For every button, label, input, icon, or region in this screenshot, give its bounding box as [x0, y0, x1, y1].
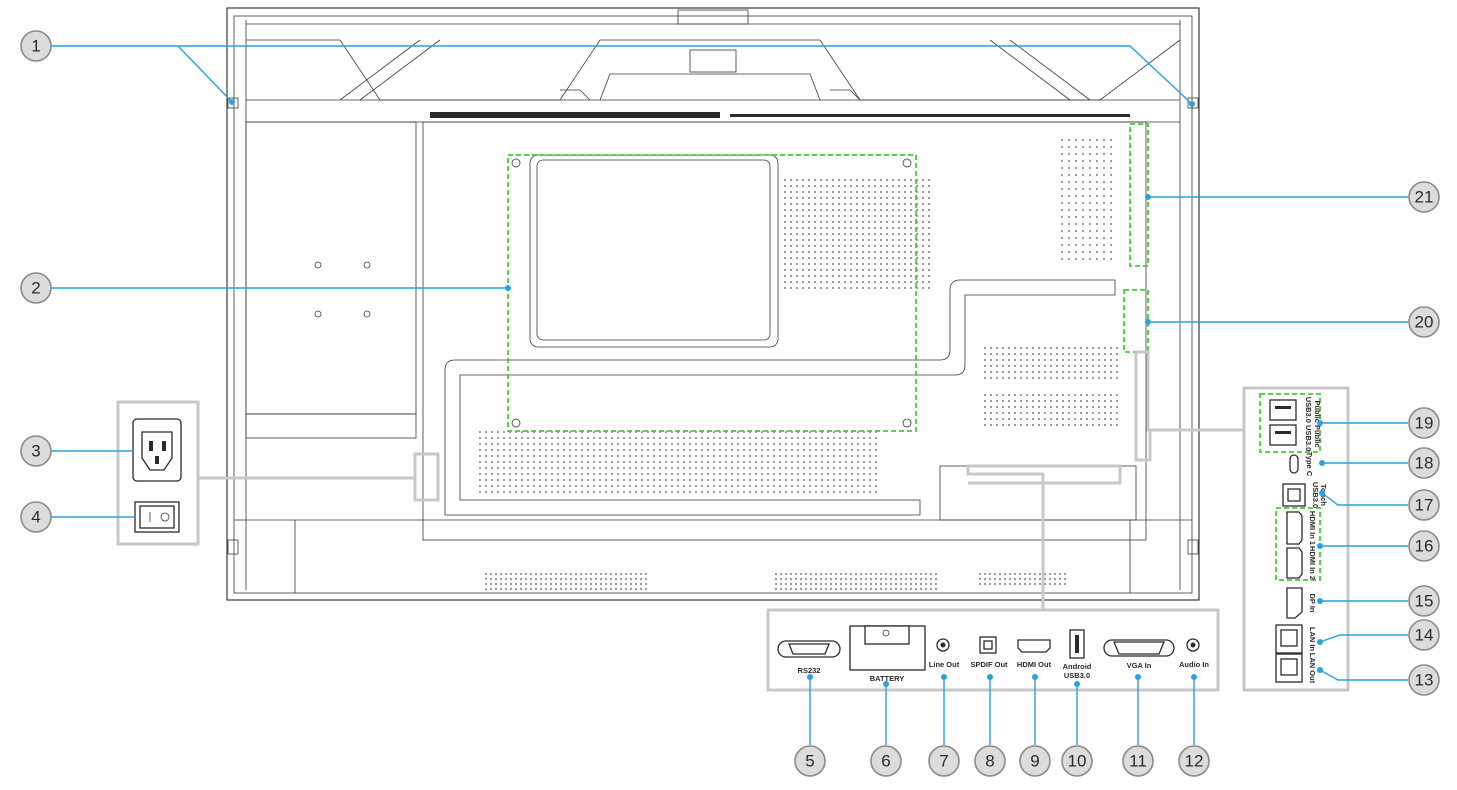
callout-20: 20: [1408, 306, 1440, 338]
callout-17: 17: [1408, 489, 1440, 521]
usb-public-ports[interactable]: USB3.0 USB3.0 Public Public: [1259, 393, 1322, 453]
vesa-mount-highlight: [507, 154, 917, 432]
svg-text:14: 14: [1415, 626, 1434, 645]
vga-in-port[interactable]: VGA In: [1103, 639, 1175, 670]
bottom-ports: RS232 BATTERY Line Out SPDIF Out HDMI Ou…: [777, 625, 1209, 683]
svg-text:15: 15: [1415, 592, 1434, 611]
mounting-screws: [511, 158, 912, 428]
lower-side-ports-highlight: [1123, 289, 1149, 353]
svg-text:1: 1: [31, 37, 40, 56]
usb-touch-port[interactable]: USB3.0 Touch: [1282, 482, 1328, 508]
svg-text:13: 13: [1415, 671, 1434, 690]
callout-13: 13: [1408, 664, 1440, 696]
callout-11: 11: [1122, 745, 1154, 777]
side-ports: USB3.0 USB3.0 Public Public Type C USB3.…: [1259, 393, 1328, 684]
line-out-jack[interactable]: Line Out: [929, 638, 960, 669]
callout-18: 18: [1408, 447, 1440, 479]
svg-text:19: 19: [1415, 414, 1434, 433]
svg-text:21: 21: [1415, 188, 1434, 207]
audio-in-label: Audio In: [1179, 660, 1209, 669]
android-usb-label-1: Android: [1063, 662, 1092, 671]
spdif-out-label: SPDIF Out: [970, 660, 1008, 669]
upper-side-ports-highlight: [1129, 123, 1149, 267]
android-usb-port[interactable]: Android USB3.0: [1063, 629, 1092, 680]
callout-19: 19: [1408, 407, 1440, 439]
hdmi-out-port[interactable]: HDMI Out: [1017, 639, 1052, 669]
svg-text:2: 2: [31, 279, 40, 298]
svg-text:3: 3: [31, 442, 40, 461]
lan-out-label: LAN Out: [1308, 653, 1317, 684]
callout-16: 16: [1408, 530, 1440, 562]
callout-10: 10: [1061, 745, 1093, 777]
svg-text:9: 9: [1030, 752, 1039, 771]
display-rear-housing: [226, 7, 1200, 601]
dp-in-label: DP In: [1308, 593, 1317, 612]
vga-in-label: VGA In: [1127, 661, 1152, 670]
type-c-port[interactable]: Type C: [1289, 452, 1314, 477]
line-out-label: Line Out: [929, 660, 960, 669]
callout-12: 12: [1178, 745, 1210, 777]
hdmi-out-label: HDMI Out: [1017, 660, 1052, 669]
callout-8: 8: [974, 745, 1006, 777]
svg-text:6: 6: [881, 752, 890, 771]
leader-lines: [51, 45, 1408, 745]
svg-text:7: 7: [939, 752, 948, 771]
svg-text:11: 11: [1129, 752, 1147, 771]
lan-in-port[interactable]: LAN In: [1275, 624, 1317, 654]
rs232-label: RS232: [798, 666, 821, 675]
battery-compartment: BATTERY: [849, 625, 926, 683]
ac-power-inlet: [132, 418, 182, 482]
callout-6: 6: [870, 745, 902, 777]
svg-text:20: 20: [1415, 313, 1434, 332]
connector-guides: [116, 350, 1350, 692]
svg-text:18: 18: [1415, 454, 1434, 473]
lan-in-label: LAN In: [1308, 627, 1317, 652]
hdmi-in-ports[interactable]: HDMI In 1 HDMI In 2: [1275, 507, 1321, 581]
power-switch[interactable]: [134, 501, 180, 533]
callout-4: 4: [20, 501, 52, 533]
rs232-port[interactable]: RS232: [777, 640, 841, 675]
battery-label: BATTERY: [870, 674, 905, 683]
usb-touch-label-1: USB3.0: [1311, 482, 1320, 508]
callout-markers: 1 2 3 4 5 6 7 8 9 10 11 12 13 14 15 16 1…: [20, 30, 1440, 777]
svg-text:4: 4: [31, 508, 40, 527]
svg-text:5: 5: [805, 752, 814, 771]
callout-14: 14: [1408, 619, 1440, 651]
callout-3: 3: [20, 435, 52, 467]
callout-7: 7: [928, 745, 960, 777]
callout-5: 5: [794, 745, 826, 777]
callout-2: 2: [20, 272, 52, 304]
callout-15: 15: [1408, 585, 1440, 617]
svg-text:17: 17: [1415, 496, 1434, 515]
lan-out-port[interactable]: LAN Out: [1275, 653, 1317, 684]
svg-text:8: 8: [985, 752, 994, 771]
dp-in-port[interactable]: DP In: [1286, 587, 1317, 619]
hdmi-in-1-label: HDMI In 1: [1308, 511, 1317, 545]
audio-in-jack[interactable]: Audio In: [1179, 638, 1209, 669]
svg-text:16: 16: [1415, 537, 1434, 556]
type-c-label: Type C: [1305, 452, 1314, 477]
svg-text:12: 12: [1185, 752, 1204, 771]
vent-grilles: [479, 139, 1118, 590]
hdmi-in-2-label: HDMI In 2: [1308, 546, 1317, 580]
callout-21: 21: [1408, 181, 1440, 213]
usb-public-label-1: USB3.0 USB3.0: [1304, 397, 1313, 452]
callout-1: 1: [20, 30, 52, 62]
spdif-out-port[interactable]: SPDIF Out: [970, 636, 1008, 669]
callout-9: 9: [1019, 745, 1051, 777]
android-usb-label-2: USB3.0: [1064, 671, 1090, 680]
svg-text:10: 10: [1068, 752, 1087, 771]
